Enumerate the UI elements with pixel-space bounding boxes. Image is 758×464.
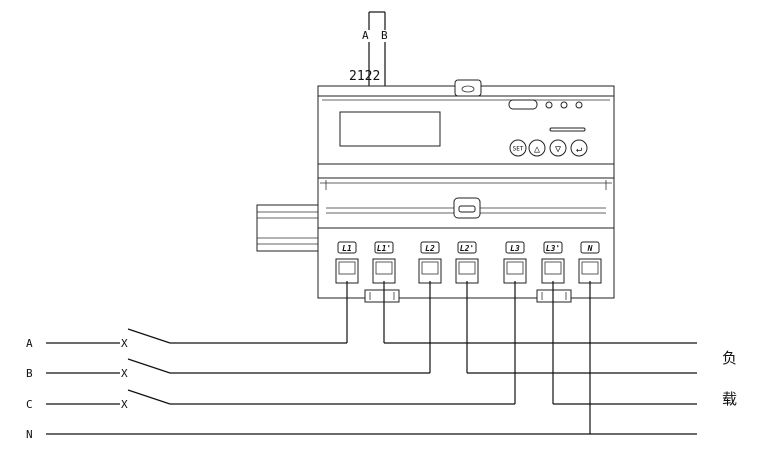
line-n-label: N [26,428,33,441]
comm-bracket: A B 2122 [349,11,388,88]
load-label-char-1: 负 [722,349,737,367]
button-set-label: SET [513,146,524,153]
led-indicator [545,101,553,109]
terminal-l1-prime-label: L1' [377,244,391,253]
jumper-link [364,289,400,303]
line-b: B X [26,281,431,380]
terminal-l1-prime: L1' [372,241,396,284]
switch-mark: X [121,337,128,350]
line-c: C X [26,281,516,411]
line-b-label: B [26,367,33,380]
status-indicator [508,99,538,110]
terminal-l3-label: L3 [510,244,520,253]
load-line-2 [466,281,697,374]
terminal-l1: L1 [335,241,359,284]
load-line-3 [552,281,697,405]
comm-label-a: A [362,29,369,42]
comm-terminal-numbers: 2122 [349,69,380,84]
terminal-l3: L3 [503,241,527,284]
switch-mark: X [121,367,128,380]
button-down[interactable]: ▽ [549,139,567,157]
down-arrow-icon: ▽ [555,144,561,155]
line-n: N [26,281,697,441]
comm-label-b: B [381,29,388,42]
terminal-l2-label: L2 [425,244,435,253]
terminal-l2-prime-label: L2' [460,244,474,253]
jumper-link [536,289,572,303]
button-enter[interactable]: ↵ [570,139,588,157]
terminal-l3-prime-label: L3' [546,244,560,253]
load-label-char-2: 载 [722,390,737,408]
load-line-1 [383,281,697,344]
up-arrow-icon: △ [534,144,540,155]
button-up[interactable]: △ [528,139,546,157]
meter-housing [317,79,615,299]
terminal-l2-prime: L2' [455,241,479,284]
terminal-n-label: N [587,244,593,253]
terminal-n: N [578,241,602,284]
line-a-label: A [26,337,33,350]
line-a: A X [26,281,348,350]
lcd-display [339,111,441,147]
terminal-l2: L2 [418,241,442,284]
din-rail [256,204,322,252]
switch-mark: X [121,398,128,411]
led-indicator [575,101,583,109]
line-c-label: C [26,398,33,411]
terminal-l3-prime: L3' [541,241,565,284]
terminal-l1-label: L1 [342,244,352,253]
led-indicator [560,101,568,109]
button-set[interactable]: SET [509,139,527,157]
enter-icon: ↵ [576,144,582,155]
